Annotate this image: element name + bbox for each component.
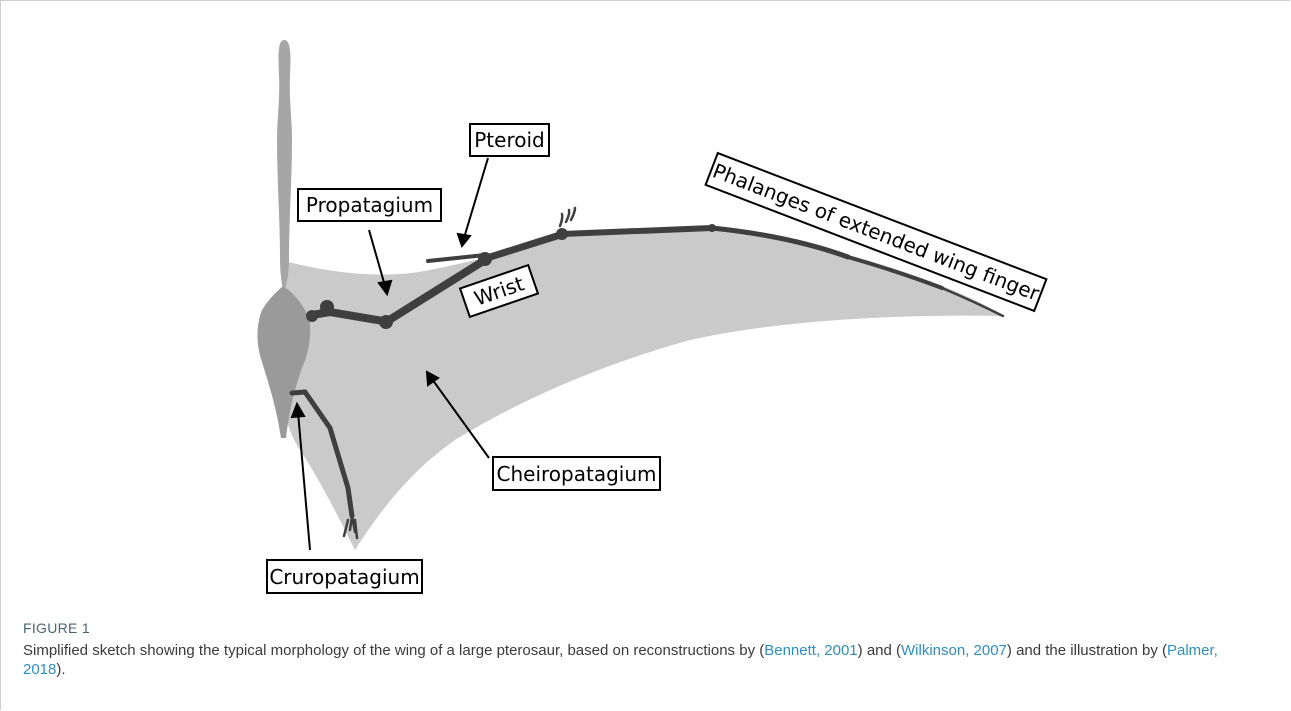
hind-limb bbox=[289, 389, 355, 519]
caption-text: Simplified sketch showing the typical mo… bbox=[23, 641, 1253, 679]
caption-text-3: ) and the illustration by ( bbox=[1006, 642, 1167, 659]
label-propatagium: Propatagium bbox=[297, 188, 442, 222]
reference-link-bennett[interactable]: Bennett, 2001 bbox=[764, 642, 858, 659]
label-cruropatagium: Cruropatagium bbox=[266, 559, 423, 594]
metacarpal bbox=[483, 231, 564, 262]
caption-text-2: ) and ( bbox=[857, 642, 902, 659]
wing-phalanx-1 bbox=[559, 225, 715, 237]
pointer-arrows bbox=[290, 157, 490, 551]
torso bbox=[257, 286, 311, 438]
foot bbox=[342, 514, 359, 540]
reference-link-wilkinson[interactable]: Wilkinson, 2007 bbox=[901, 642, 1007, 659]
wing-bones bbox=[289, 206, 1005, 540]
pterosaur-wing-figure: Pteroid Propatagium Wrist Phalanges of e… bbox=[257, 40, 1048, 594]
label-cheiropatagium: Cheiropatagium bbox=[492, 456, 661, 491]
label-cruropatagium-text: Cruropatagium bbox=[269, 565, 419, 589]
caption-text-4: ). bbox=[56, 661, 66, 678]
pteroid-bone bbox=[426, 253, 487, 263]
label-pteroid-text: Pteroid bbox=[474, 128, 544, 152]
wing-phalanx-3 bbox=[846, 255, 944, 290]
figure-caption: FIGURE 1 Simplified sketch showing the t… bbox=[23, 620, 1253, 679]
figure-label: FIGURE 1 bbox=[23, 620, 90, 636]
wing-phalanx-4 bbox=[940, 286, 1005, 318]
forearm bbox=[382, 256, 489, 326]
wing-membrane bbox=[276, 228, 1003, 550]
label-pteroid: Pteroid bbox=[469, 123, 550, 157]
reference-link-palmer[interactable]: Palmer, 2018 bbox=[23, 642, 1218, 678]
label-cheiropatagium-text: Cheiropatagium bbox=[497, 462, 657, 486]
wing-phalanx-2 bbox=[709, 225, 851, 260]
small-fingers bbox=[558, 206, 577, 228]
caption-text-1: Simplified sketch showing the typical mo… bbox=[23, 642, 765, 659]
label-propatagium-text: Propatagium bbox=[306, 193, 433, 217]
neck-and-head bbox=[277, 40, 292, 290]
